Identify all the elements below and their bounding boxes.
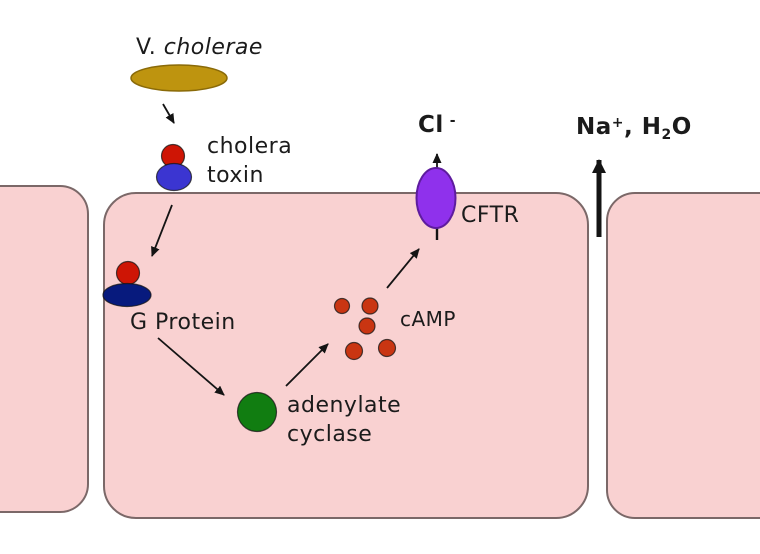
chloride-charge: - — [449, 113, 457, 129]
adenylate-cyclase-label-line2: cyclase — [287, 422, 373, 447]
arrow-camp-to-cftr — [386, 248, 420, 289]
camp-label: cAMP — [400, 307, 456, 331]
adenylate-cyclase-label: adenylate cyclase — [287, 391, 401, 449]
bacterium-ellipse — [130, 64, 228, 92]
chloride-symbol: Cl — [418, 112, 444, 138]
bacterium-label: V. cholerae — [136, 33, 263, 62]
cftr-label: CFTR — [461, 203, 520, 228]
water-join: , H — [624, 114, 662, 140]
arrow-adenylate-to-camp — [285, 343, 329, 387]
bacterium-label-prefix: V. — [136, 35, 157, 60]
camp-dot — [344, 341, 364, 361]
water-tail: O — [671, 114, 692, 140]
chloride-label: Cl- — [418, 112, 456, 138]
camp-dot — [377, 338, 397, 358]
g-protein-red-subunit — [115, 260, 141, 286]
g-protein-body — [102, 282, 152, 308]
cholera-toxin-label: cholera toxin — [207, 132, 292, 190]
g-protein-label: G Protein — [130, 310, 236, 335]
cholera-toxin-label-line2: toxin — [207, 163, 264, 188]
camp-dot — [333, 297, 351, 315]
epithelial-cell-right — [606, 192, 760, 519]
cholera-toxin-blue-subunit — [155, 162, 193, 192]
sodium-symbol: Na — [576, 114, 612, 140]
sodium-charge: + — [611, 115, 625, 131]
water-subscript: 2 — [661, 127, 672, 143]
sodium-water-label: Na+, H2O — [576, 114, 692, 143]
camp-dot — [358, 317, 376, 335]
epithelial-cell-left — [0, 185, 89, 513]
camp-molecules — [333, 297, 397, 361]
cholera-toxin-label-line1: cholera — [207, 134, 293, 159]
arrow-bacterium-to-toxin — [162, 103, 175, 124]
camp-dot — [361, 297, 379, 315]
cftr-channel — [415, 167, 457, 229]
adenylate-cyclase-label-line1: adenylate — [287, 393, 402, 418]
epithelial-cell-main — [103, 192, 589, 519]
arrow-gprotein-to-adenylate-cyclase — [157, 337, 225, 396]
bacterium-label-species: cholerae — [163, 35, 263, 60]
adenylate-cyclase-circle — [236, 391, 278, 433]
arrow-toxin-to-gprotein — [151, 204, 173, 257]
